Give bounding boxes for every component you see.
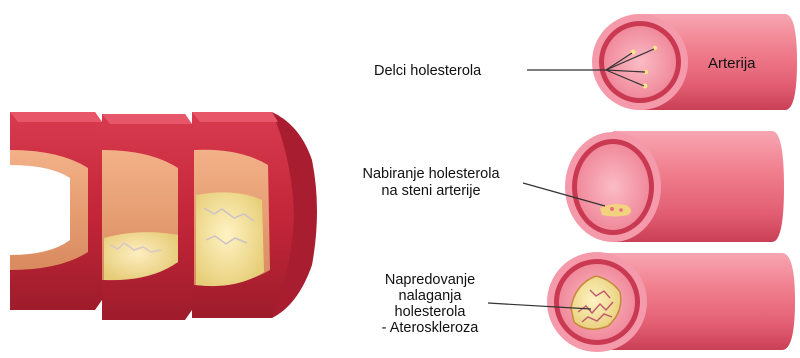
label-buildup-line2: na steni arterije bbox=[381, 183, 480, 199]
label-cholesterol-particles: Delci holesterola bbox=[374, 63, 482, 79]
label-progression-line4: - Ateroskleroza bbox=[382, 320, 480, 336]
label-progression-line2: nalaganja bbox=[399, 288, 463, 304]
artery-segment-early-plaque bbox=[102, 114, 192, 320]
artery-tube-atherosclerosis bbox=[547, 252, 795, 352]
label-progression-line3: holesterola bbox=[395, 304, 467, 320]
artery-segment-advanced-plaque bbox=[192, 112, 317, 318]
cutaway-artery-illustration bbox=[10, 112, 317, 320]
label-progression-line1: Napredovanje bbox=[385, 272, 475, 288]
artery-tube-buildup bbox=[565, 131, 784, 242]
label-buildup-line1: Nabiranje holesterola bbox=[362, 166, 500, 182]
artery-tube-particles bbox=[592, 14, 797, 110]
artery-segment-healthy bbox=[10, 112, 102, 310]
label-artery: Arterija bbox=[708, 55, 756, 72]
